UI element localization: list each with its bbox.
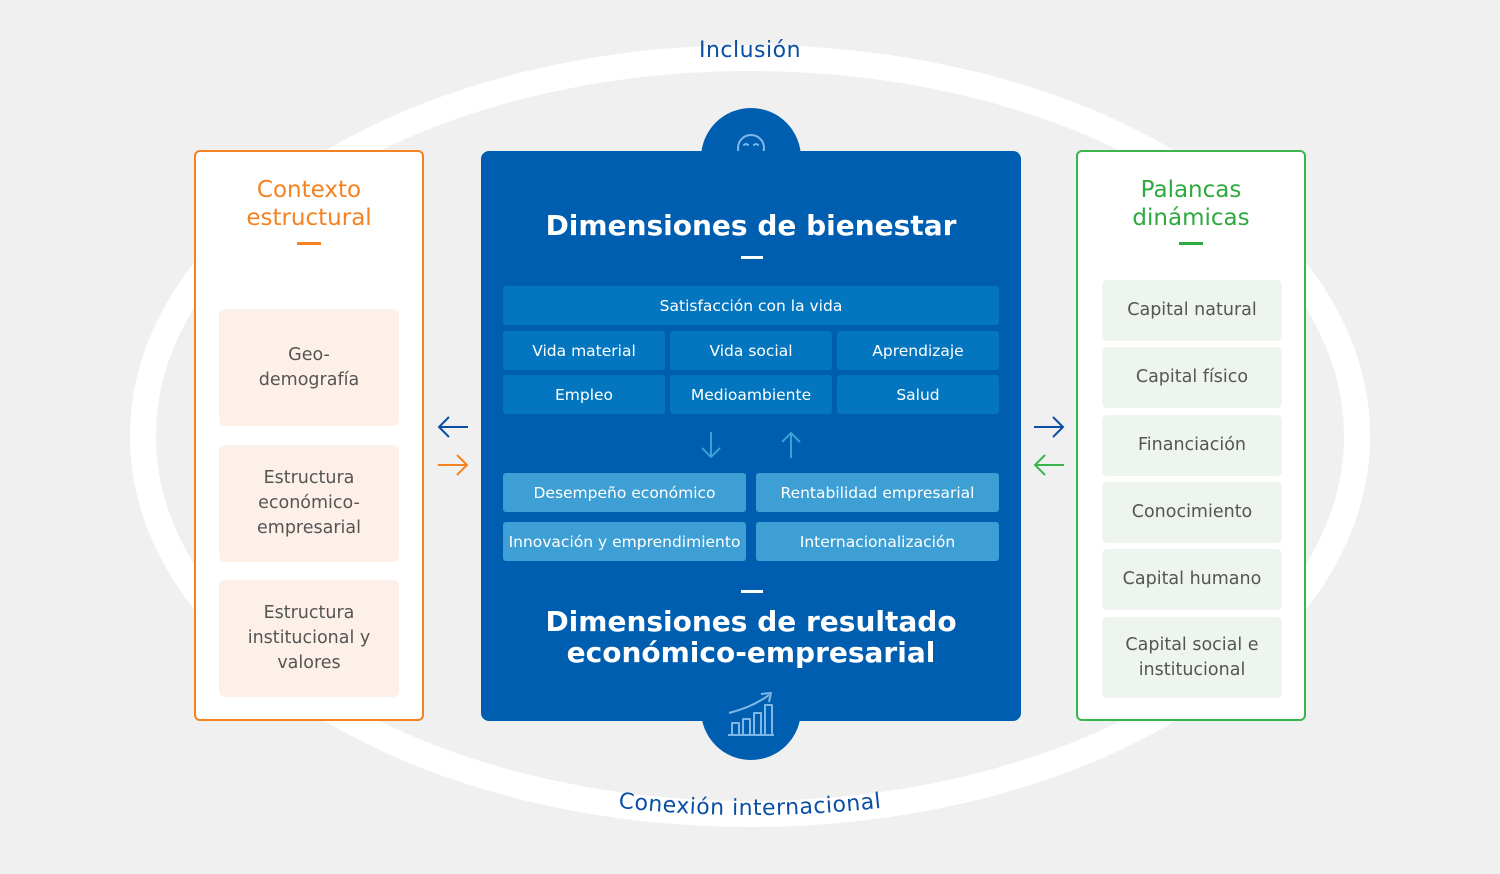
title-divider (741, 590, 763, 593)
title-divider (297, 242, 321, 245)
lever-item: Capital natural (1102, 280, 1282, 341)
tile-economic: Rentabilidad empresarial (756, 473, 999, 512)
arrow-left-icon (437, 416, 468, 438)
levers-panel: Palancas dinámicas Capital natural Capit… (1076, 150, 1306, 721)
tile-wellbeing: Vida social (670, 331, 832, 370)
wellbeing-title: Dimensiones de bienestar (545, 209, 957, 242)
lever-item: Conocimiento (1102, 482, 1282, 543)
tile-wellbeing: Medioambiente (670, 375, 832, 414)
ring-top-label: Inclusión (698, 38, 802, 63)
economic-results-title: Dimensiones de resultado económico-empre… (545, 605, 957, 669)
tile-life-satisfaction: Satisfacción con la vida (503, 286, 999, 325)
title-divider (741, 256, 763, 259)
ring-ellipse (130, 45, 1370, 827)
arrow-right-icon (1034, 416, 1065, 438)
tile-economic: Internacionalización (756, 522, 999, 561)
title-divider (1179, 242, 1203, 245)
tile-wellbeing: Aprendizaje (837, 331, 999, 370)
bottom-icon-cap (701, 660, 801, 760)
lever-item: Capital físico (1102, 347, 1282, 408)
arrow-down-icon (701, 432, 721, 459)
title-line: dinámicas (1132, 205, 1250, 231)
title-line: Palancas (1140, 177, 1242, 203)
tile-wellbeing: Vida material (503, 331, 665, 370)
tile-economic: Desempeño económico (503, 473, 746, 512)
tile-economic: Innovación y emprendimiento (503, 522, 746, 561)
title-line: estructural (246, 205, 372, 231)
growth-chart-icon (728, 692, 774, 736)
wellbeing-panel (481, 151, 1021, 721)
tile-wellbeing: Empleo (503, 375, 665, 414)
lever-item: Financiación (1102, 415, 1282, 476)
arrow-right-icon (438, 454, 469, 476)
title-line: Contexto (256, 177, 362, 203)
arrow-up-icon (781, 431, 801, 458)
levers-panel-title: Palancas dinámicas (1078, 176, 1304, 232)
ring-bottom-label: Conexión internacional (618, 789, 883, 821)
tile-wellbeing: Salud (837, 375, 999, 414)
arrow-left-icon (1033, 454, 1064, 476)
context-panel: Contexto estructural Geo-demografía Estr… (194, 150, 424, 721)
context-panel-title: Contexto estructural (196, 176, 422, 232)
context-item-geodemography: Geo-demografía (219, 309, 399, 426)
lever-item: Capital humano (1102, 549, 1282, 610)
